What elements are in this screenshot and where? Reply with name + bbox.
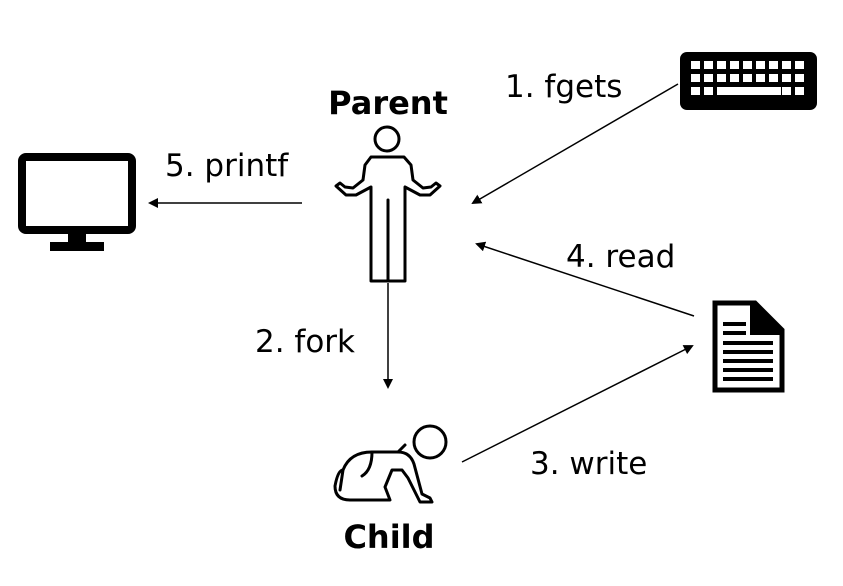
parent-label: Parent <box>328 84 448 122</box>
step-label-fgets: 1. fgets <box>505 69 622 105</box>
keyboard-icon <box>680 52 817 110</box>
fgets-arrow <box>471 83 679 205</box>
step-label-write: 3. write <box>530 446 647 482</box>
child-label: Child <box>343 518 434 556</box>
standing-person-icon <box>334 125 442 283</box>
document-file-icon <box>712 300 785 393</box>
read-arrow <box>475 241 695 317</box>
write-arrow <box>461 345 694 463</box>
step-label-read: 4. read <box>566 239 675 275</box>
step-label-fork: 2. fork <box>255 324 355 360</box>
crawling-baby-icon <box>333 424 448 504</box>
step-label-printf: 5. printf <box>165 148 289 184</box>
monitor-icon <box>18 153 136 251</box>
